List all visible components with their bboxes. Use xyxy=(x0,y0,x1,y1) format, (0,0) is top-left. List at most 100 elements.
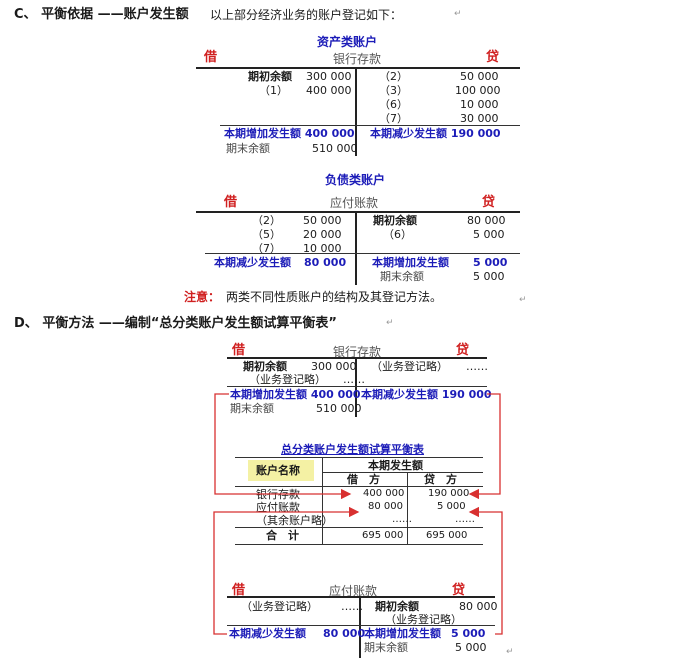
trial-sub-line xyxy=(322,472,483,473)
liability-debit-amount: 50 000 xyxy=(303,214,342,227)
section-d-heading: D、 平衡方法 ——编制“总分类账户发生额试算平衡表” xyxy=(14,316,337,331)
trial-col-divider xyxy=(407,472,408,545)
asset-open-amount: 300 000 xyxy=(306,70,352,83)
trial-row-credit: 5 000 xyxy=(437,501,466,512)
liability-debit-ref: （7） xyxy=(252,242,281,255)
liability-ending-amount: 5 000 xyxy=(473,270,505,283)
bank-ending-label: 期末余额 xyxy=(230,402,274,415)
trial-balance-title: 总分类账户发生额试算平衡表 xyxy=(281,443,424,456)
bank-decrease-total: 本期减少发生额 190 000 xyxy=(361,388,492,401)
liability-decrease-amount: 80 000 xyxy=(304,256,347,269)
arrow-bank-debit xyxy=(214,393,352,500)
trial-col-divider xyxy=(322,457,323,545)
trial-row-name: （其余账户略） xyxy=(256,514,333,527)
asset-debit-label: 借 xyxy=(204,50,218,65)
trial-total-line xyxy=(235,527,483,528)
trial-total-debit: 695 000 xyxy=(362,530,404,541)
bank-credit-entry: （业务登记略） xyxy=(371,360,448,373)
bank-debit-label: 借 xyxy=(232,343,246,358)
liability-increase-label: 本期增加发生额 xyxy=(372,256,449,269)
asset-ending-label: 期末余额 xyxy=(226,142,270,155)
asset-credit-ref: （2） xyxy=(379,70,408,83)
note-label: 注意： xyxy=(184,290,221,304)
bank-open-amount: 300 000 xyxy=(311,360,357,373)
paragraph-mark: ↵ xyxy=(454,9,462,19)
liability-debit-amount: 20 000 xyxy=(303,228,342,241)
payable-decrease-label: 本期减少发生额 xyxy=(229,627,306,640)
payable-increase-amount: 5 000 xyxy=(451,627,486,640)
trial-row-credit: …… xyxy=(455,514,475,525)
arrow-payable-credit xyxy=(468,506,503,635)
liability-account-name: 应付账款 xyxy=(330,196,379,210)
liability-credit-amount: 5 000 xyxy=(473,228,505,241)
bank-debit-entry: （业务登记略） xyxy=(249,373,326,386)
trial-bottom-line xyxy=(235,544,483,545)
liability-decrease-label: 本期减少发生额 xyxy=(214,256,291,269)
arrow-bank-credit xyxy=(468,393,501,500)
liability-debit-amount: 10 000 xyxy=(303,242,342,255)
payable-debit-label: 借 xyxy=(232,583,246,598)
asset-account-name: 银行存款 xyxy=(333,52,382,66)
liability-t-center-line xyxy=(355,211,357,285)
trial-header-line xyxy=(235,486,483,487)
payable-t-top-line xyxy=(227,596,495,598)
bank-ending-amount: 510 000 xyxy=(316,402,362,415)
bank-divider-line xyxy=(227,386,487,387)
trial-col-debit: 借 方 xyxy=(347,473,380,486)
asset-category-title: 资产类账户 xyxy=(317,35,378,49)
bank-debit-dots: …… xyxy=(343,373,365,386)
arrow-payable-debit xyxy=(213,506,360,635)
liability-debit-label: 借 xyxy=(224,195,238,210)
payable-debit-dots: …… xyxy=(341,600,363,613)
asset-t-top-line xyxy=(196,67,520,69)
asset-credit-amount: 50 000 xyxy=(460,70,499,83)
payable-ending-label: 期末余额 xyxy=(364,641,408,654)
trial-total-credit: 695 000 xyxy=(426,530,468,541)
payable-credit-label: 贷 xyxy=(452,583,466,598)
payable-debit-entry: （业务登记略） xyxy=(241,600,318,613)
asset-t-center-line xyxy=(355,67,357,156)
asset-credit-ref: （7） xyxy=(379,112,408,125)
payable-credit-entry: （业务登记略） xyxy=(385,613,462,626)
liability-divider-line xyxy=(205,253,520,254)
asset-divider-line xyxy=(220,125,520,126)
bank-credit-label: 贷 xyxy=(456,343,470,358)
payable-t-center-line xyxy=(359,596,361,658)
payable-account-name: 应付账款 xyxy=(329,584,378,598)
asset-credit-amount: 30 000 xyxy=(460,112,499,125)
asset-increase-total: 本期增加发生额 400 000 xyxy=(224,127,355,140)
trial-total-label: 合 计 xyxy=(266,529,299,542)
bank-account-name: 银行存款 xyxy=(333,345,382,359)
asset-decrease-total: 本期减少发生额 190 000 xyxy=(370,127,501,140)
payable-increase-label: 本期增加发生额 xyxy=(364,627,441,640)
trial-row-name: 应付账款 xyxy=(256,501,300,514)
bank-increase-total: 本期增加发生额 400 000 xyxy=(230,388,361,401)
asset-open-label: 期初余额 xyxy=(248,70,292,83)
trial-row-debit: …… xyxy=(392,514,412,525)
payable-divider-line xyxy=(227,625,495,626)
payable-decrease-amount: 80 000 xyxy=(323,627,366,640)
bank-t-center-line xyxy=(355,357,357,417)
section-c-heading: C、 平衡依据 ——账户发生额 xyxy=(14,7,189,22)
liability-debit-ref: （5） xyxy=(252,228,281,241)
liability-open-amount: 80 000 xyxy=(467,214,506,227)
trial-row-credit: 190 000 xyxy=(428,488,470,499)
trial-top-line xyxy=(235,457,483,458)
paragraph-mark: ↵ xyxy=(519,295,527,305)
bank-credit-dots: …… xyxy=(466,360,488,373)
asset-credit-amount: 100 000 xyxy=(455,84,501,97)
liability-increase-amount: 5 000 xyxy=(473,256,508,269)
trial-row-debit: 80 000 xyxy=(368,501,403,512)
account-name-highlight xyxy=(248,460,314,481)
liability-debit-ref: （2） xyxy=(252,214,281,227)
asset-credit-ref: （3） xyxy=(379,84,408,97)
asset-debit-amount: 400 000 xyxy=(306,84,352,97)
liability-credit-ref: （6） xyxy=(383,228,412,241)
trial-col-period: 本期发生额 xyxy=(368,459,423,472)
section-c-desc: 以上部分经济业务的账户登记如下： xyxy=(210,8,403,22)
bank-t-top-line xyxy=(227,357,487,359)
asset-credit-amount: 10 000 xyxy=(460,98,499,111)
liability-credit-label: 贷 xyxy=(482,195,496,210)
trial-row-debit: 400 000 xyxy=(363,488,405,499)
